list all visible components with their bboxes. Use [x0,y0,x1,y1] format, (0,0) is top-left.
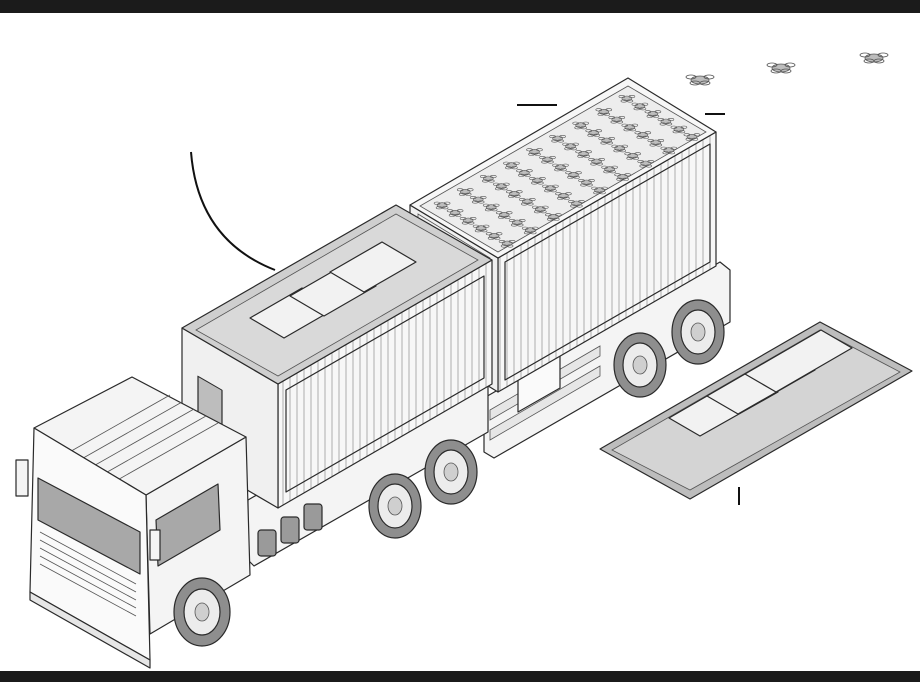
truck-cab [15,376,251,669]
middle-wheels [368,439,478,539]
windshield [37,477,141,575]
stored-drone-icon [660,146,678,155]
rear-wheels [613,299,725,398]
stored-drone-icon [591,186,608,195]
stored-drone-icon [459,216,477,225]
top-frame-bar [0,0,920,13]
fuel-tank [257,529,277,557]
roof-ridges [65,394,219,483]
landing-pad [599,321,913,505]
mirror-right [149,529,161,561]
stored-drone-icon [562,142,579,151]
stored-drone-icon [634,131,652,139]
stored-drone-icon [595,108,613,116]
stored-drone-icon [608,115,626,124]
stored-drone-icon [644,110,662,118]
stored-drone-icon [631,102,649,111]
stored-drone-icon [611,144,629,153]
stored-drone-icon [498,239,516,248]
stored-drone-icon [670,125,688,134]
stored-drone-icon [492,182,510,191]
bottom-frame-bar [0,671,920,682]
stored-drone-icon [588,157,605,166]
stored-drone-icon [544,213,562,221]
stored-drone-icon [521,226,539,235]
drone-icon [685,74,715,86]
stored-drone-icon [598,136,616,145]
stored-drone-icon [568,199,585,208]
stored-drones-grid [433,94,701,248]
stored-drone-icon [637,159,655,168]
flying-drones [685,52,889,86]
container-leader-curve [190,151,276,271]
stored-drone-icon [647,138,665,147]
stored-drone-icon [505,190,523,198]
stored-drone-icon [485,232,503,240]
stored-drone-icon [572,121,590,130]
stored-drone-icon [469,195,487,204]
stored-drone-icon [575,150,592,158]
stored-drone-icon [531,205,549,214]
stored-drone-icon [549,134,566,143]
stored-drone-icon [565,171,582,179]
mirror-left [15,459,29,497]
drone-icon [859,52,889,64]
stored-drone-icon [614,173,631,181]
grille [39,531,137,617]
stored-drone-icon [683,133,701,141]
front-wheel [173,577,231,647]
stored-drone-icon [585,129,603,137]
stored-drone-icon [601,165,618,174]
stored-drone-icon [433,201,451,210]
solar-panel [329,241,417,293]
stored-drone-icon [624,152,642,160]
stored-drone-icon [446,209,464,217]
stored-drone-icon [518,197,536,206]
stored-drone-icon [539,155,556,164]
stored-drone-icon [526,148,543,156]
stored-drone-icon [552,163,569,172]
stored-drone-icon [472,224,490,233]
stored-drone-icon [503,161,520,170]
stored-drone-icon [479,174,497,183]
stored-drone-icon [495,211,513,219]
stored-drone-icon [657,117,675,126]
command-container [181,151,493,509]
stored-drone-icon [542,184,559,193]
stored-drone-icon [618,94,636,103]
stored-drone-icon [456,188,474,196]
stored-drone-icon [508,218,526,227]
rear-chassis [483,261,731,459]
stored-drone-icon [516,169,533,177]
stored-drone-icon [621,123,639,132]
drone-icon [766,62,796,74]
stored-drone-icon [482,203,500,212]
stored-drone-icon [555,192,572,200]
stored-drone-icon [529,176,546,185]
stored-drone-icon [578,178,595,187]
